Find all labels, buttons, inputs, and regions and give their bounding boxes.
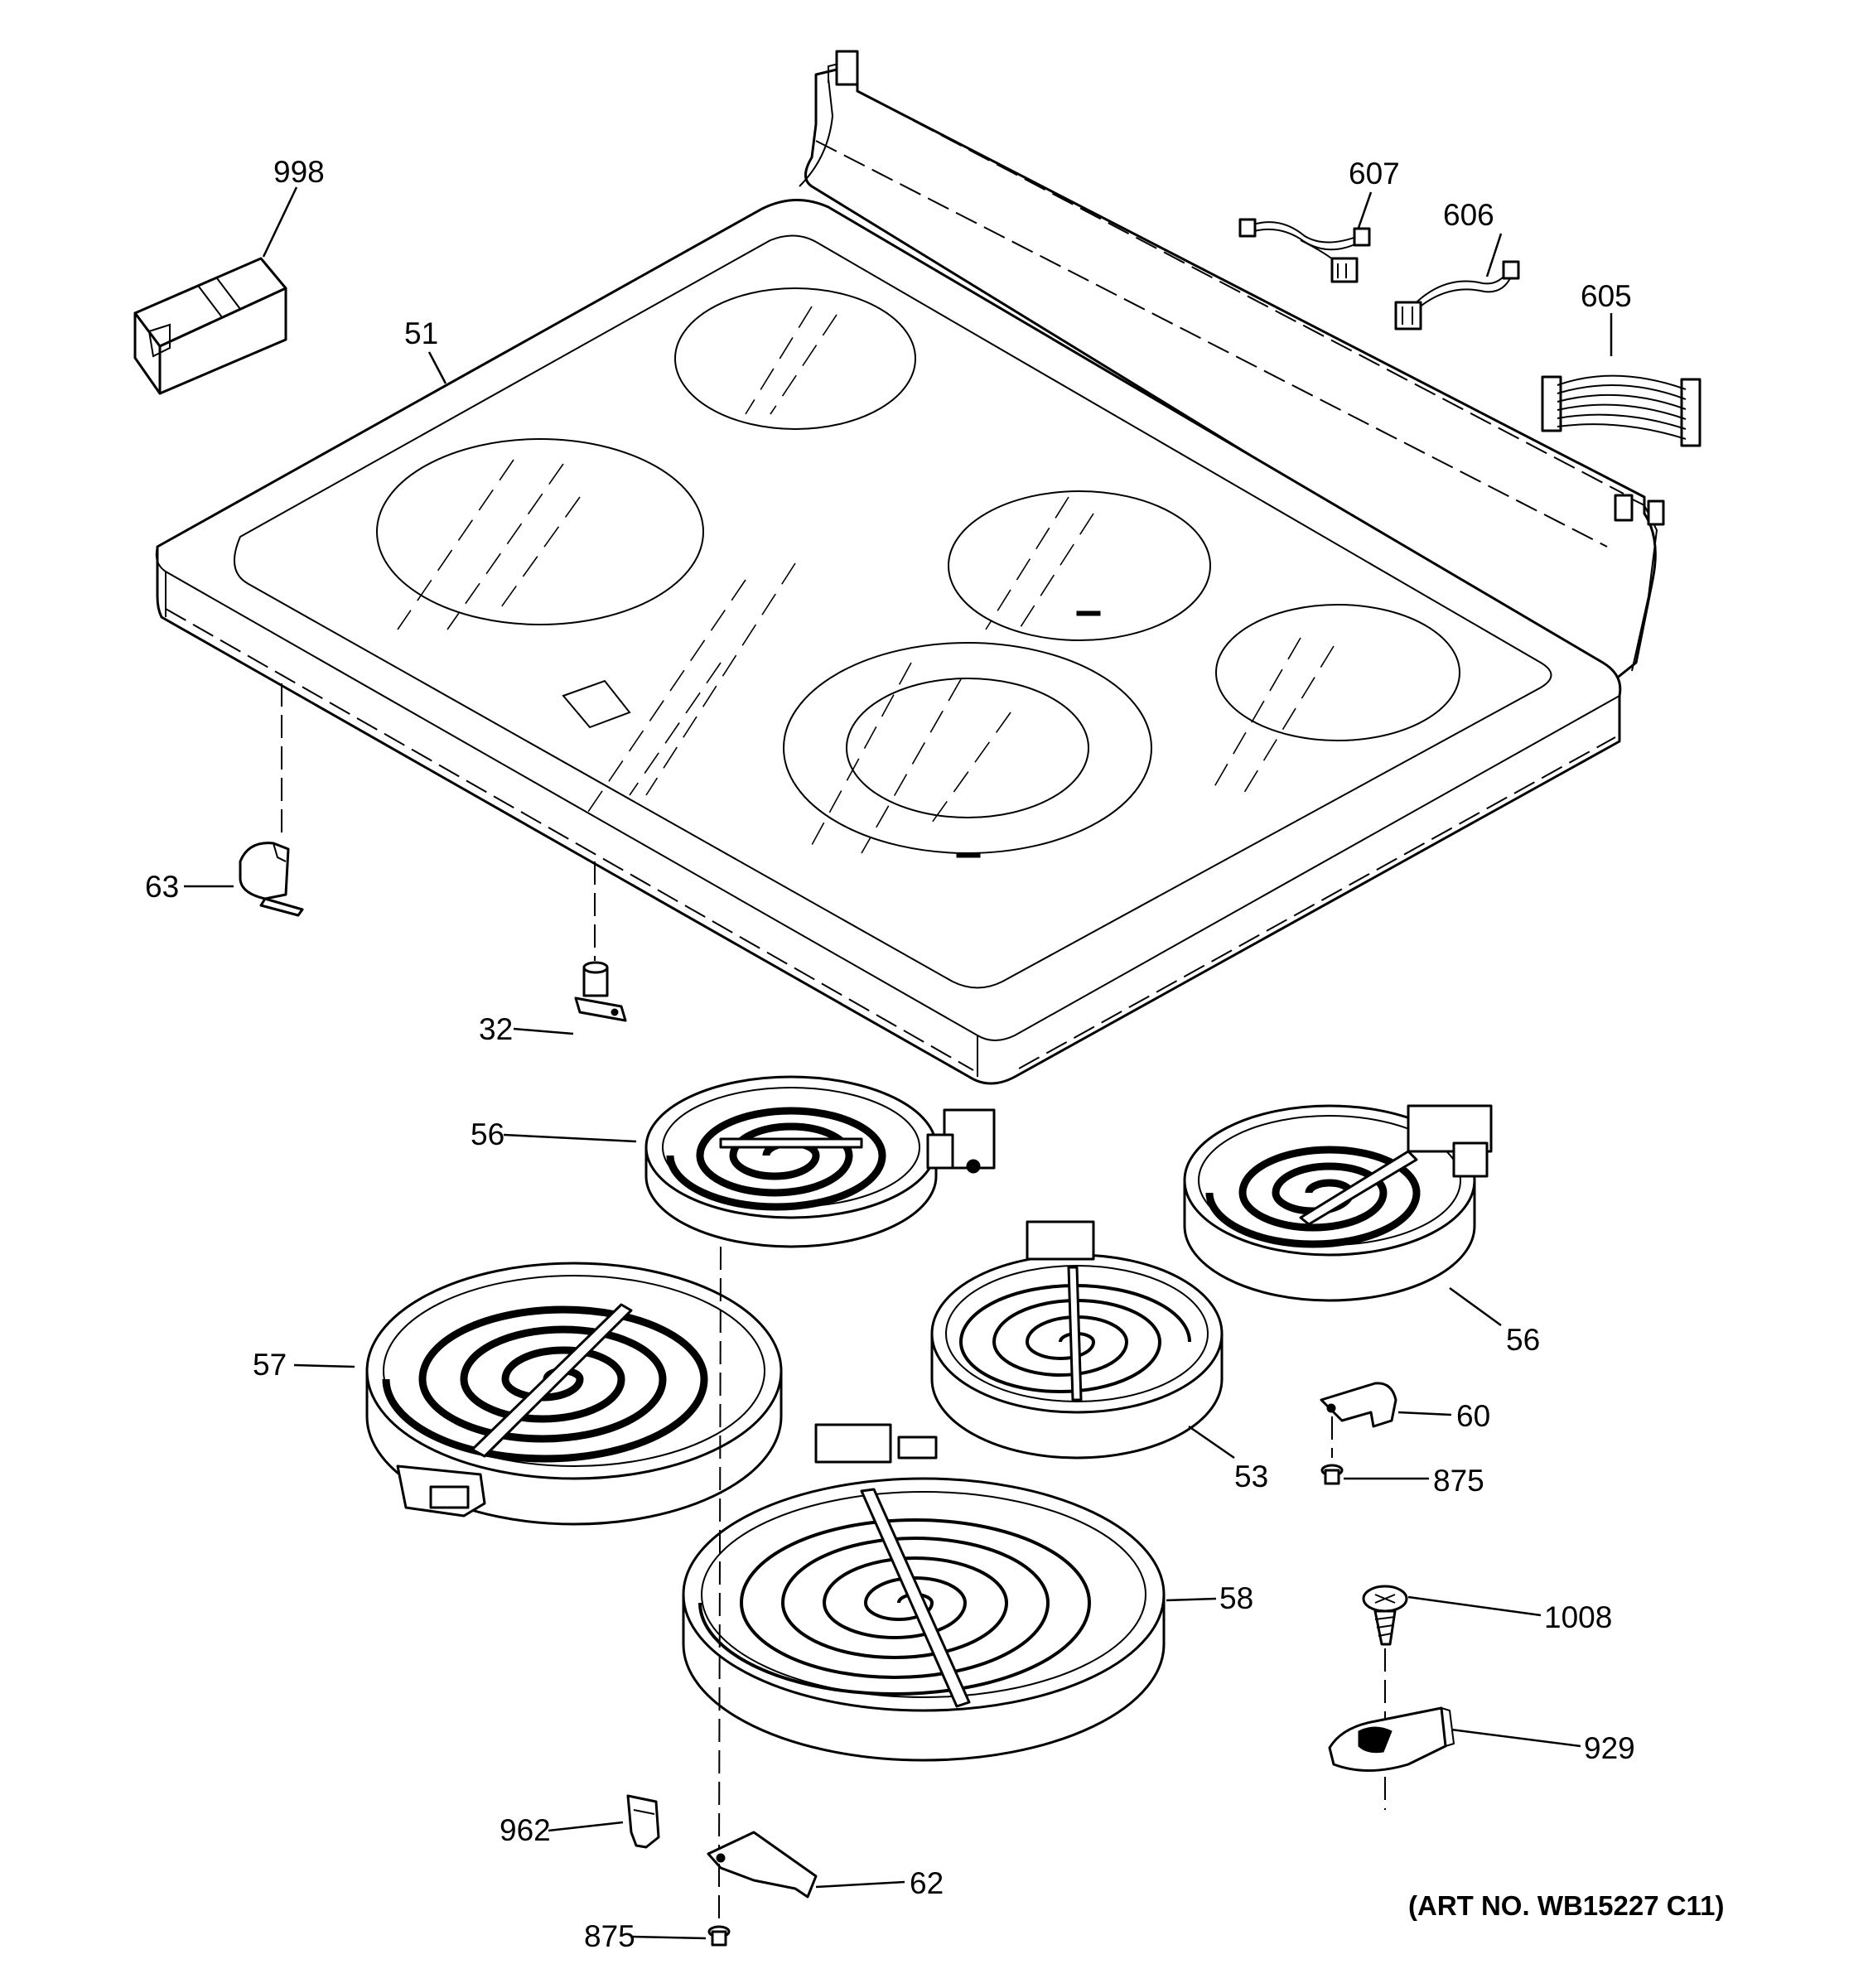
- part-62-bracket: [707, 1831, 818, 1899]
- callout-606: 606: [1443, 198, 1494, 232]
- part-32-sensor: [574, 961, 627, 1022]
- part-875-screw-right: [1320, 1464, 1344, 1485]
- callout-605: 605: [1581, 279, 1632, 313]
- part-58-radiant-element-xl: [682, 1423, 1166, 1762]
- callout-62: 62: [910, 1866, 944, 1900]
- callout-929: 929: [1584, 1731, 1635, 1765]
- part-998-kit-box: [133, 257, 287, 395]
- callout-58: 58: [1219, 1581, 1253, 1615]
- part-56-radiant-element-right: [1183, 1104, 1493, 1302]
- part-51-glass-cooktop: [155, 50, 1665, 1085]
- art-number: (ART NO. WB15227 C11): [1408, 1890, 1724, 1921]
- part-605-ribbon-cable: [1541, 374, 1701, 447]
- part-962-clip: [626, 1794, 660, 1849]
- callout-607: 607: [1349, 157, 1400, 191]
- callout-962: 962: [500, 1813, 551, 1847]
- part-607-wire-harness: [1238, 218, 1371, 283]
- part-929-support-bracket: [1328, 1706, 1455, 1772]
- callout-998: 998: [273, 155, 325, 189]
- callout-875-right: 875: [1433, 1464, 1484, 1498]
- part-60-bracket: [1320, 1382, 1397, 1428]
- part-606-wire-harness: [1394, 260, 1520, 331]
- callout-32: 32: [479, 1012, 513, 1046]
- part-53-radiant-element-medium: [930, 1220, 1224, 1460]
- part-56-radiant-element-small: [644, 1075, 996, 1248]
- callout-56-upper: 56: [471, 1117, 504, 1151]
- callout-57: 57: [253, 1348, 287, 1382]
- part-1008-screw: [1362, 1585, 1408, 1646]
- part-875-screw-bottom: [707, 1925, 731, 1947]
- callout-53: 53: [1234, 1460, 1268, 1493]
- callout-56-right: 56: [1506, 1323, 1540, 1357]
- part-57-radiant-element-large: [365, 1262, 783, 1526]
- callout-875-bottom: 875: [584, 1919, 635, 1953]
- callout-60: 60: [1456, 1399, 1490, 1433]
- callout-63: 63: [145, 870, 179, 904]
- callout-1008: 1008: [1544, 1600, 1612, 1634]
- part-63-bracket-clip: [239, 842, 304, 917]
- callout-51: 51: [404, 316, 438, 350]
